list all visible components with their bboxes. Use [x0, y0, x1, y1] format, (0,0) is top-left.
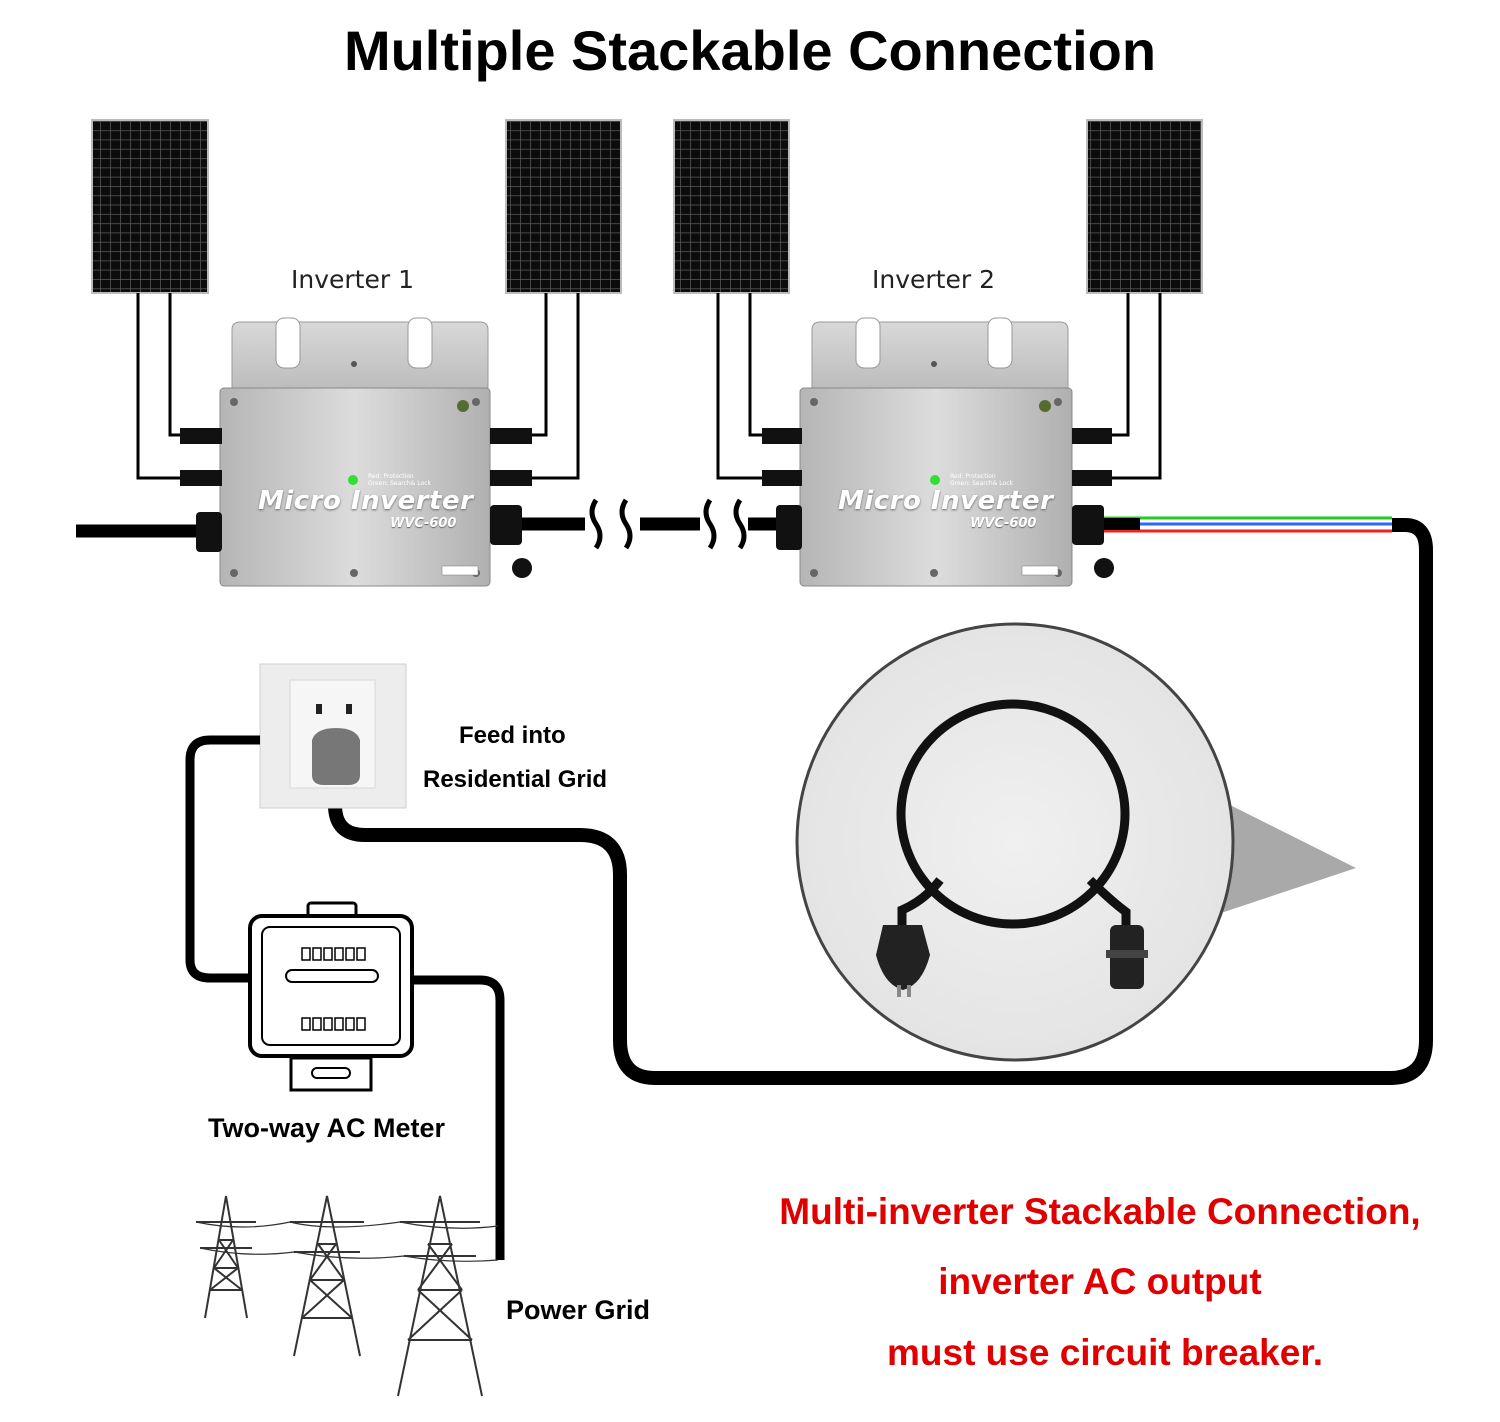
ac-output-wires: [1102, 516, 1392, 533]
power-pylons: [195, 1195, 499, 1397]
inverter-1-label: Inverter 1: [291, 265, 414, 294]
ac-meter: [248, 901, 414, 1092]
wall-socket: [259, 663, 407, 809]
inverter-2-led-legend: Red: Protection Green: Search& Lock: [950, 473, 1013, 487]
led-green-text: Green: Search& Lock: [368, 480, 431, 487]
socket-label-line2: Residential Grid: [423, 766, 608, 793]
inverter-1-led-legend: Red: Protection Green: Search& Lock: [368, 473, 431, 487]
led-red-text: Red: Protection: [950, 473, 996, 480]
solar-panel-1: [91, 119, 209, 294]
note-line-1: Multi-inverter Stackable Connection,: [779, 1191, 1421, 1232]
page-title: Multiple Stackable Connection: [343, 19, 1157, 82]
solar-panel-3: [673, 119, 790, 294]
grid-label: Power Grid: [506, 1295, 651, 1325]
inverter-1-model: WVC-600: [390, 516, 457, 531]
cable-break-marks: [589, 498, 747, 550]
meter-grid-cable: [412, 975, 505, 1260]
meter-label: Two-way AC Meter: [208, 1113, 446, 1143]
cable-closeup: [795, 622, 1356, 1062]
note-line-2: inverter AC output: [938, 1261, 1262, 1302]
socket-meter-cable: [185, 735, 260, 983]
led-red-text: Red: Protection: [368, 473, 414, 480]
solar-panel-2: [505, 119, 622, 294]
inverter-2: [762, 317, 1114, 587]
inverter-2-model: WVC-600: [970, 516, 1037, 531]
inverter-2-brand: Micro Inverter: [838, 486, 1054, 516]
inverter-1-brand: Micro Inverter: [258, 486, 474, 516]
ac-loop-cable: [328, 518, 1433, 1085]
note-line-3: must use circuit breaker.: [887, 1332, 1323, 1373]
dc-wires: [136, 293, 1162, 480]
inverter-1: [180, 317, 532, 587]
led-green-text: Green: Search& Lock: [950, 480, 1013, 487]
solar-panel-4: [1086, 119, 1203, 294]
socket-label-line1: Feed into: [459, 722, 566, 749]
inverter-2-label: Inverter 2: [872, 265, 995, 294]
